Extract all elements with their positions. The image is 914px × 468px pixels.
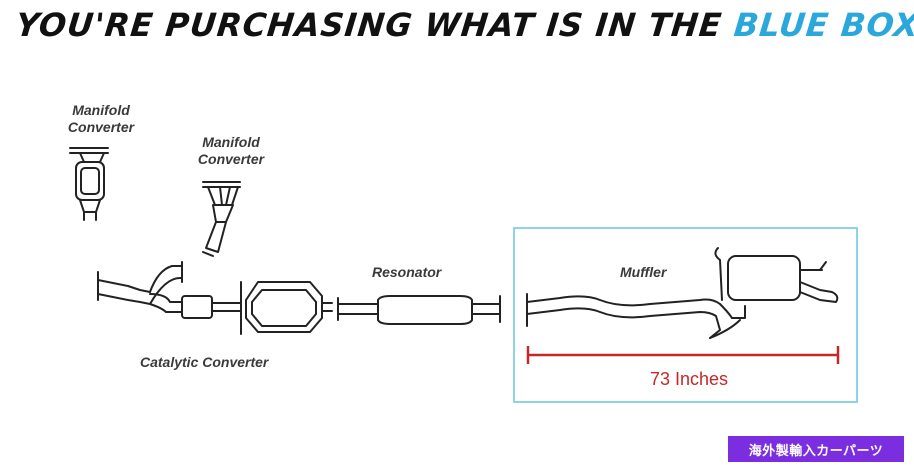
resonator-drawing — [337, 295, 501, 325]
manifold-converter-1-drawing — [69, 147, 109, 221]
blue-box-highlight — [513, 227, 858, 403]
label-muffler: Muffler — [620, 264, 667, 280]
measurement-label: 73 Inches — [650, 369, 729, 389]
manifold-converter-2-drawing — [202, 181, 241, 257]
label-resonator: Resonator — [372, 264, 442, 280]
label-catalytic-converter: Catalytic Converter — [140, 354, 269, 370]
label-manifold-converter-2: Manifold Converter — [197, 134, 265, 167]
watermark-badge: 海外製輸入カーパーツ — [728, 436, 904, 462]
label-manifold-converter-1: Manifold Converter — [67, 102, 135, 135]
measurement-line — [526, 346, 840, 364]
catalytic-converter-drawing — [245, 281, 333, 333]
muffler-assembly-drawing — [526, 247, 839, 339]
front-pipe-drawing — [97, 261, 242, 335]
